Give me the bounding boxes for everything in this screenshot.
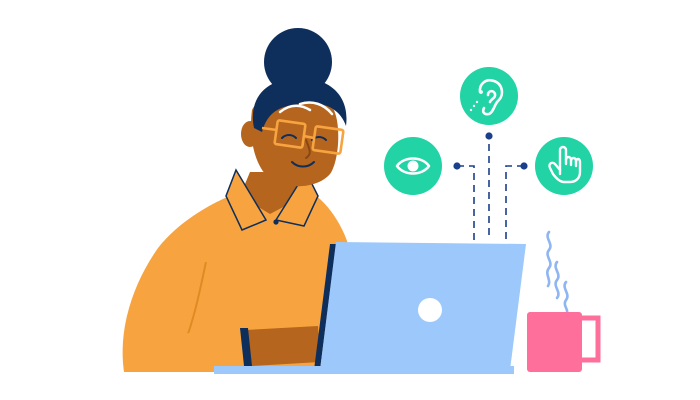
mug-handle — [580, 315, 601, 363]
dot-eye — [453, 162, 461, 170]
pointing-hand-icon — [548, 145, 582, 184]
shirt — [122, 186, 356, 372]
connector-dots — [453, 132, 528, 170]
collar-left — [225, 168, 268, 231]
laptop-base — [214, 366, 514, 374]
steam — [546, 230, 569, 316]
ear-icon — [469, 78, 504, 116]
sleeve-fold — [187, 261, 207, 335]
laptop-logo — [418, 298, 442, 322]
dot-hand — [520, 162, 528, 170]
dot-ear — [485, 132, 493, 140]
nose — [305, 139, 311, 159]
smile — [291, 161, 315, 168]
face — [250, 93, 339, 187]
eye-left — [281, 134, 297, 139]
laptop-back-edge — [314, 244, 336, 370]
connectors — [457, 144, 524, 240]
mug-body — [527, 312, 582, 372]
hair — [252, 78, 347, 132]
vision-icon-badge — [384, 137, 442, 195]
laptop — [214, 242, 526, 374]
connector-eye — [457, 165, 475, 240]
hair-strand-1 — [278, 104, 312, 114]
sleeve-cuff — [240, 328, 252, 366]
collar-right — [274, 170, 319, 227]
hearing-icon-badge — [460, 67, 518, 125]
hair-strand-2 — [298, 101, 334, 116]
eye-icon — [395, 157, 431, 175]
touch-icon-badge — [535, 137, 593, 195]
coffee-mug — [527, 230, 601, 372]
person — [122, 28, 356, 372]
connector-hand — [505, 165, 524, 240]
hair-bun — [264, 28, 332, 96]
hand — [244, 326, 320, 366]
glasses — [261, 119, 345, 155]
collar-button — [273, 219, 279, 225]
